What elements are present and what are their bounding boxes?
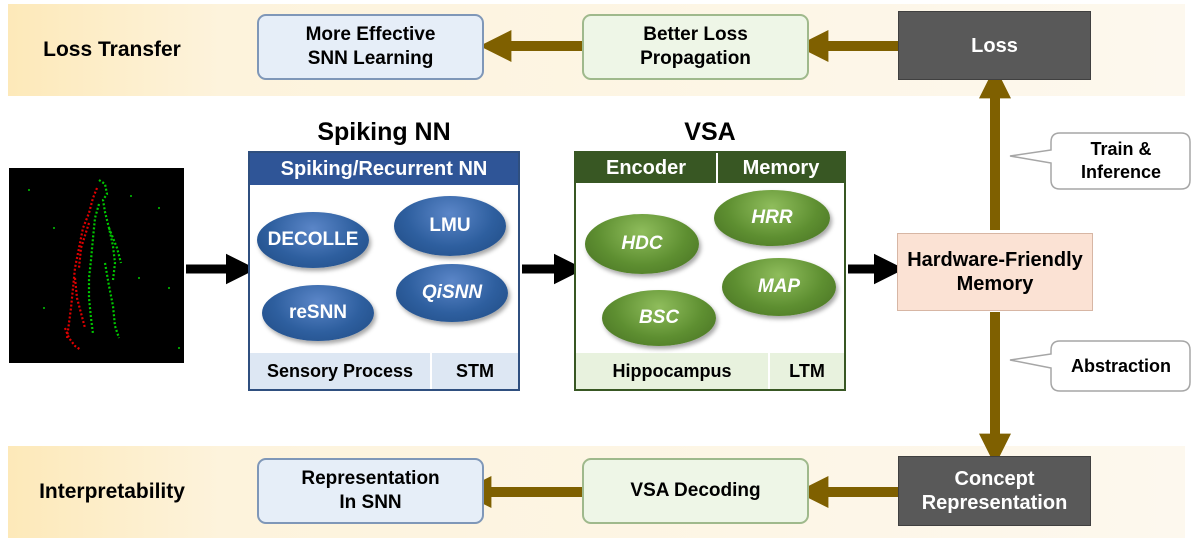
hardware-friendly-memory-box: Hardware-Friendly Memory [897,233,1093,311]
stm-footer: STM [432,353,518,389]
vsa-title: VSA [684,118,736,146]
representation-in-snn-box: Representation In SNN [257,458,484,524]
train-inference-callout: Train & Inference [1080,139,1162,182]
abstraction-callout: Abstraction [1070,355,1171,376]
hrr-node: HRR [714,190,830,246]
more-effective-learning-box: More Effective SNN Learning [257,14,484,80]
better-loss-propagation-box: Better Loss Propagation [582,14,809,80]
bsc-node: BSC [602,290,716,346]
abstraction-callout-shape [1009,340,1191,392]
spiking-nn-header: Spiking/Recurrent NN [250,153,518,185]
hdc-node: HDC [585,214,699,274]
train-callout-shape [1009,132,1191,190]
map-node: MAP [722,258,836,316]
hippocampus-footer: Hippocampus [576,353,768,389]
lmu-node: LMU [394,196,506,256]
ltm-footer: LTM [770,353,844,389]
loss-box: Loss [898,11,1091,80]
input-event-image [9,168,184,363]
resnn-node: reSNN [262,285,374,341]
vsa-decoding-box: VSA Decoding [582,458,809,524]
qisnn-node: QiSNN [396,264,508,322]
event-camera-person-icon [28,179,180,351]
memory-header: Memory [718,153,844,183]
loss-transfer-label: Loss Transfer [43,38,181,61]
decolle-node: DECOLLE [257,212,369,268]
sensory-process-footer: Sensory Process [250,353,430,389]
interpretability-label: Interpretability [39,480,185,503]
concept-representation-box: Concept Representation [898,456,1091,526]
encoder-header: Encoder [576,153,716,183]
spiking-nn-title: Spiking NN [317,118,451,146]
